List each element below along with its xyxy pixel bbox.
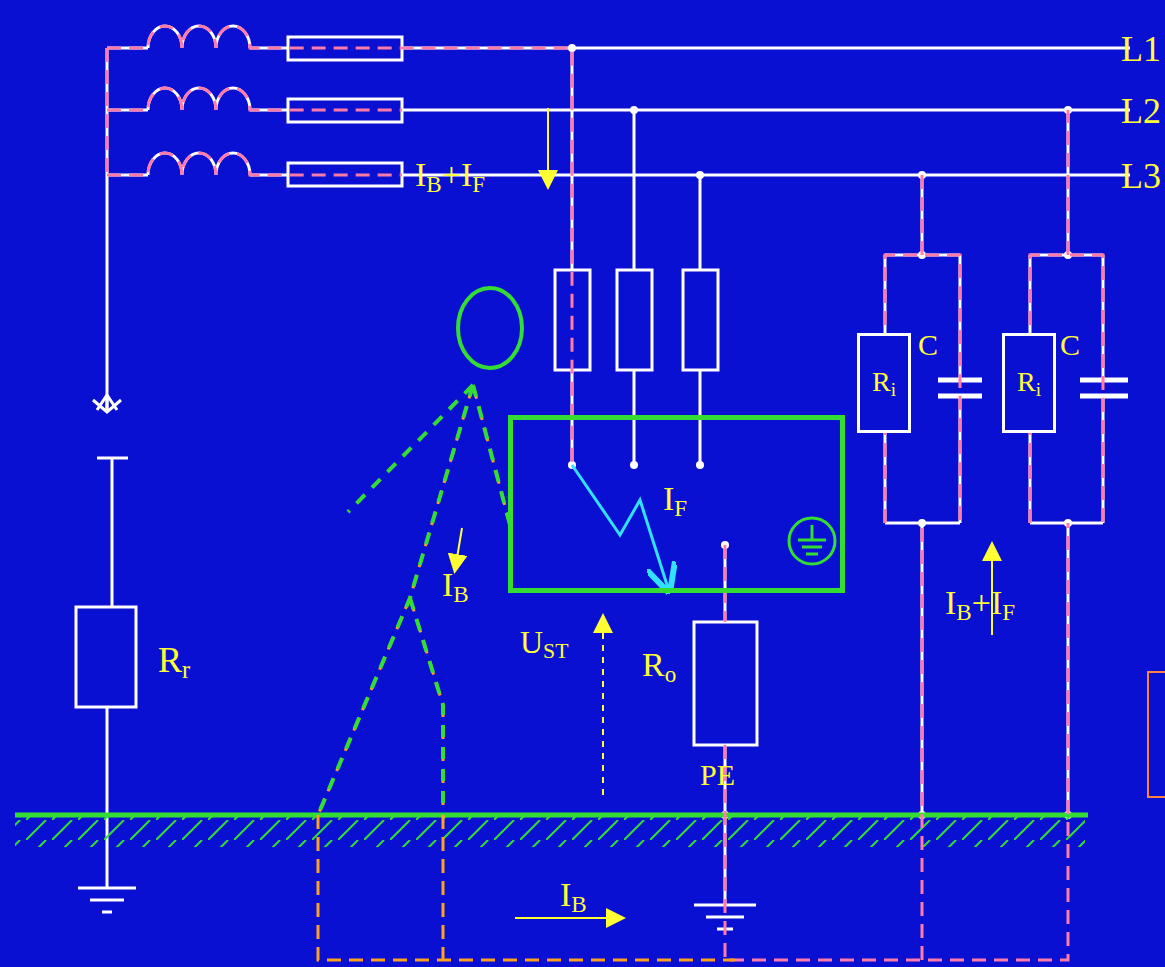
node-label: IF bbox=[663, 482, 687, 520]
body-current-path bbox=[318, 385, 735, 960]
resistor-label: Ro bbox=[642, 648, 676, 686]
device-enclosure: IF bbox=[508, 415, 845, 593]
earth-symbol bbox=[789, 518, 835, 564]
capacitor-label: C bbox=[918, 330, 938, 360]
voltage-label: UST bbox=[520, 626, 569, 663]
fault-arc bbox=[572, 465, 668, 588]
line-name: L1 bbox=[1121, 31, 1161, 67]
current-label: IB+IF bbox=[945, 586, 1015, 624]
junction-dots bbox=[568, 44, 1072, 819]
current-label: IB+IF bbox=[415, 158, 485, 196]
current-arrows bbox=[455, 108, 992, 918]
line-name: L3 bbox=[1121, 158, 1161, 194]
cut-off-note bbox=[1148, 672, 1165, 797]
capacitor-label: C bbox=[1060, 330, 1080, 360]
insulation-resistor: Ri bbox=[1002, 333, 1056, 433]
fault-current-path bbox=[107, 26, 1103, 960]
ground-line bbox=[15, 813, 1088, 818]
insulation-resistor: Ri bbox=[857, 333, 911, 433]
line-name: L2 bbox=[1121, 93, 1161, 129]
wiring bbox=[76, 26, 1130, 929]
node-label: Ri bbox=[872, 368, 896, 399]
current-label: IB bbox=[560, 878, 587, 916]
terminal-label: PE bbox=[700, 760, 735, 790]
person-figure bbox=[318, 288, 522, 815]
current-label: IB bbox=[442, 568, 469, 606]
node-label: Ri bbox=[1017, 368, 1041, 399]
resistor-label: Rr bbox=[158, 642, 190, 683]
